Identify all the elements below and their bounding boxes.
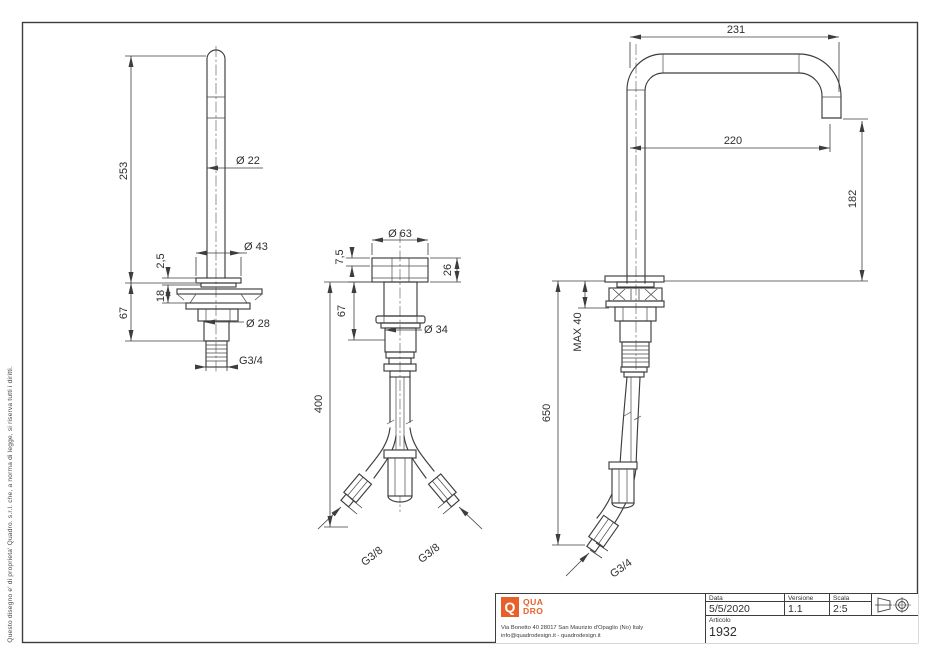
dim-front-thread: G3/4 <box>239 355 263 367</box>
address-line1: Via Bonetto 40 28017 San Maurizio d'Opag… <box>501 625 644 631</box>
company-address: Via Bonetto 40 28017 San Maurizio d'Opag… <box>501 625 643 640</box>
title-block-fields: Data 5/5/2020 Versione 1.1 Scala 2:5 <box>706 594 918 643</box>
dim-front-flange-diameter: Ø 43 <box>244 241 268 253</box>
article-cell: Articolo 1932 <box>706 616 918 643</box>
dim-handle-left-thread: G3/8 <box>359 545 385 569</box>
first-angle-projection-icon <box>875 596 911 613</box>
quadro-logo-icon: Q <box>501 597 519 617</box>
logo-word-line1: QUA <box>523 597 544 607</box>
dim-side-reach-overall: 231 <box>727 24 745 36</box>
projection-symbol-cell <box>872 594 918 615</box>
side-view: 231 220 182 MAX 40 650 G3/4 <box>541 24 868 580</box>
title-block: Q QUA DRO Via Bonetto 40 28017 San Mauri… <box>495 593 918 643</box>
article-value: 1932 <box>709 625 737 639</box>
ownership-note: Questo disegno e' di proprieta' Quadro. … <box>3 330 17 643</box>
address-line2: info@quadrodesign.it - quadrodesign.it <box>501 632 601 639</box>
ownership-note-text: Questo disegno e' di proprieta' Quadro. … <box>6 366 14 643</box>
version-cell: Versione 1.1 <box>785 594 830 615</box>
dim-handle-hose-length: 400 <box>313 395 325 413</box>
logo-wordmark: QUA DRO <box>523 598 543 616</box>
dim-side-hose-length: 650 <box>541 404 553 422</box>
dim-front-flange-height: 18 <box>155 290 167 302</box>
dim-handle-knob-diameter: Ø 63 <box>388 228 412 240</box>
dim-side-max-thickness: MAX 40 <box>572 312 584 351</box>
dim-side-thread: G3/4 <box>608 557 634 581</box>
dim-handle-cap-height: 7,5 <box>334 249 346 264</box>
date-label: Data <box>706 594 784 602</box>
scale-cell: Scala 2:5 <box>830 594 872 615</box>
front-view: 253 67 Ø 22 Ø 43 2,5 18 Ø 28 G3/4 <box>118 46 270 372</box>
dim-side-spout-height: 182 <box>847 190 859 208</box>
dim-front-body-diameter: Ø 28 <box>246 318 270 330</box>
dim-handle-below-deck: 67 <box>336 305 348 317</box>
sheet-border <box>21 21 919 644</box>
logo-letter: Q <box>504 599 516 615</box>
title-block-company-cell: Q QUA DRO Via Bonetto 40 28017 San Mauri… <box>496 594 706 643</box>
date-value: 5/5/2020 <box>709 603 750 615</box>
dim-handle-body-diameter: Ø 34 <box>424 324 448 336</box>
version-label: Versione <box>785 594 829 602</box>
scale-label: Scala <box>830 594 871 602</box>
article-label: Articolo <box>709 617 731 624</box>
dim-front-height: 253 <box>118 162 130 180</box>
dim-side-reach-spout: 220 <box>724 135 742 147</box>
version-value: 1.1 <box>788 603 803 615</box>
dim-handle-knob-height: 26 <box>442 264 454 276</box>
dim-handle-right-thread: G3/8 <box>416 542 442 566</box>
logo-word-line2: DRO <box>523 605 544 616</box>
handle-view: Ø 63 7,5 67 26 Ø 34 400 G3/8 <box>313 228 483 569</box>
scale-value: 2:5 <box>833 603 848 615</box>
date-cell: Data 5/5/2020 <box>706 594 785 615</box>
dim-front-below-deck: 67 <box>118 307 130 319</box>
dim-front-plate-thickness: 2,5 <box>155 253 167 268</box>
dim-front-tube-diameter: Ø 22 <box>236 155 260 167</box>
